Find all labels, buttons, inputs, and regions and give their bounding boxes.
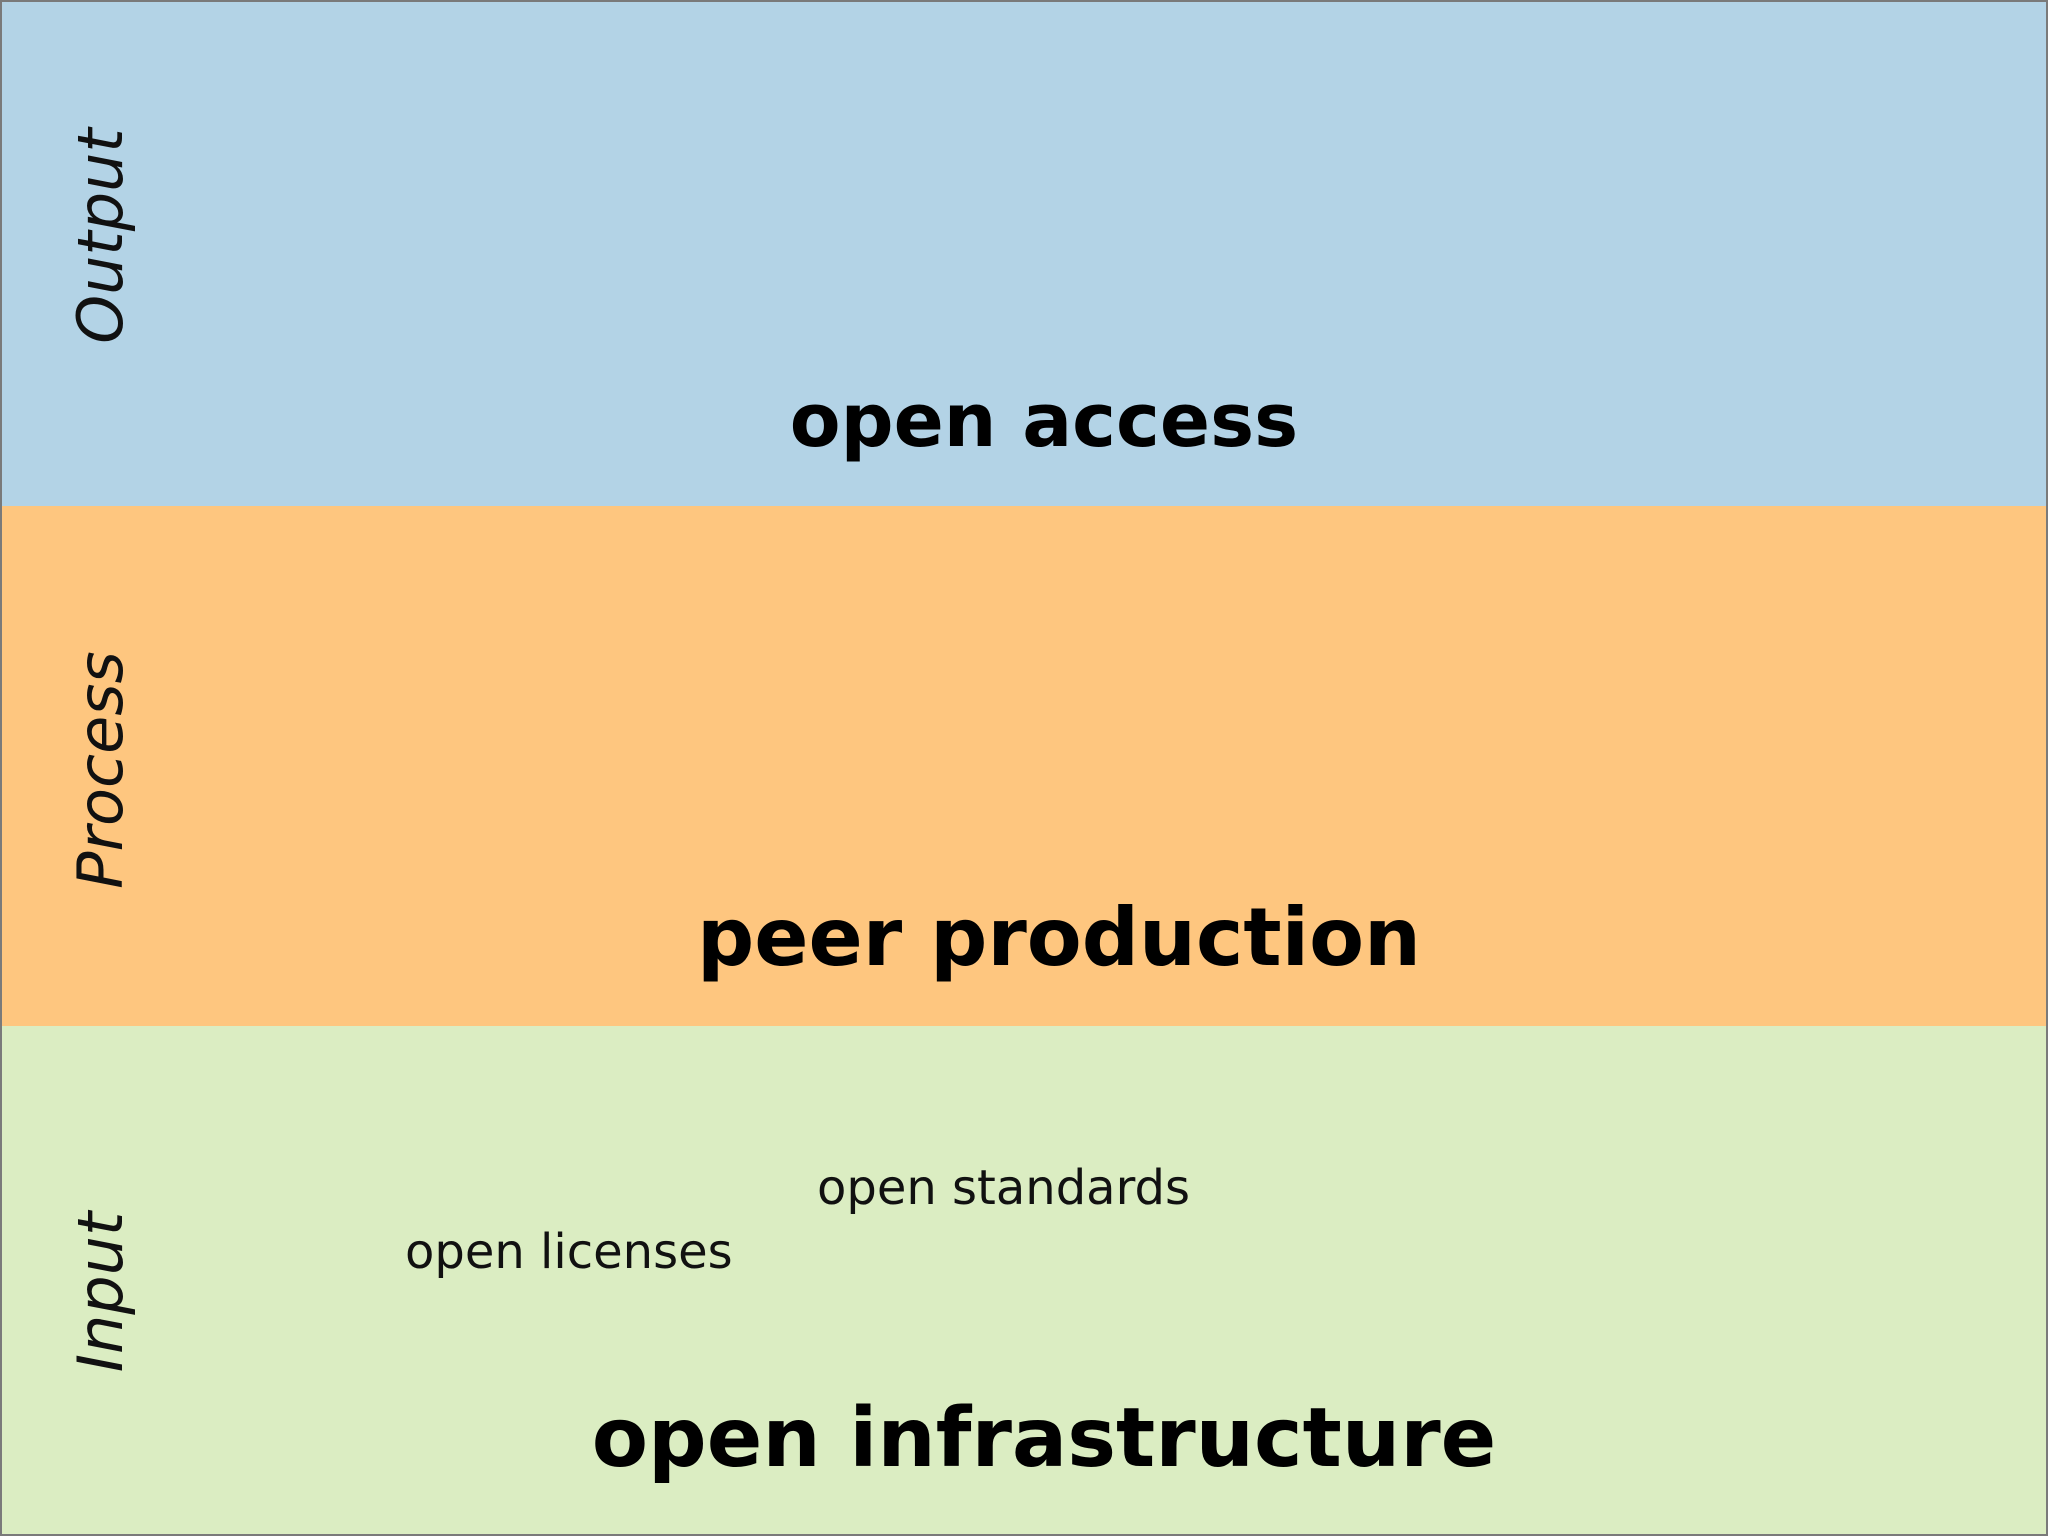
process-side-label: Process: [64, 651, 137, 889]
input-side-label: Input: [64, 1211, 137, 1373]
open-licenses-label: open licenses: [405, 1224, 733, 1280]
open-infrastructure-label: open infrastructure: [591, 1391, 1497, 1486]
output-layer: Output open access: [2, 2, 2046, 506]
open-standards-label: open standards: [817, 1160, 1190, 1216]
peer-production-label: peer production: [697, 891, 1421, 984]
process-layer: Process peer production: [2, 506, 2046, 1026]
input-layer: Input open standards open licenses open …: [2, 1026, 2046, 1534]
output-side-label: Output: [64, 128, 137, 344]
open-access-label: open access: [789, 378, 1299, 464]
